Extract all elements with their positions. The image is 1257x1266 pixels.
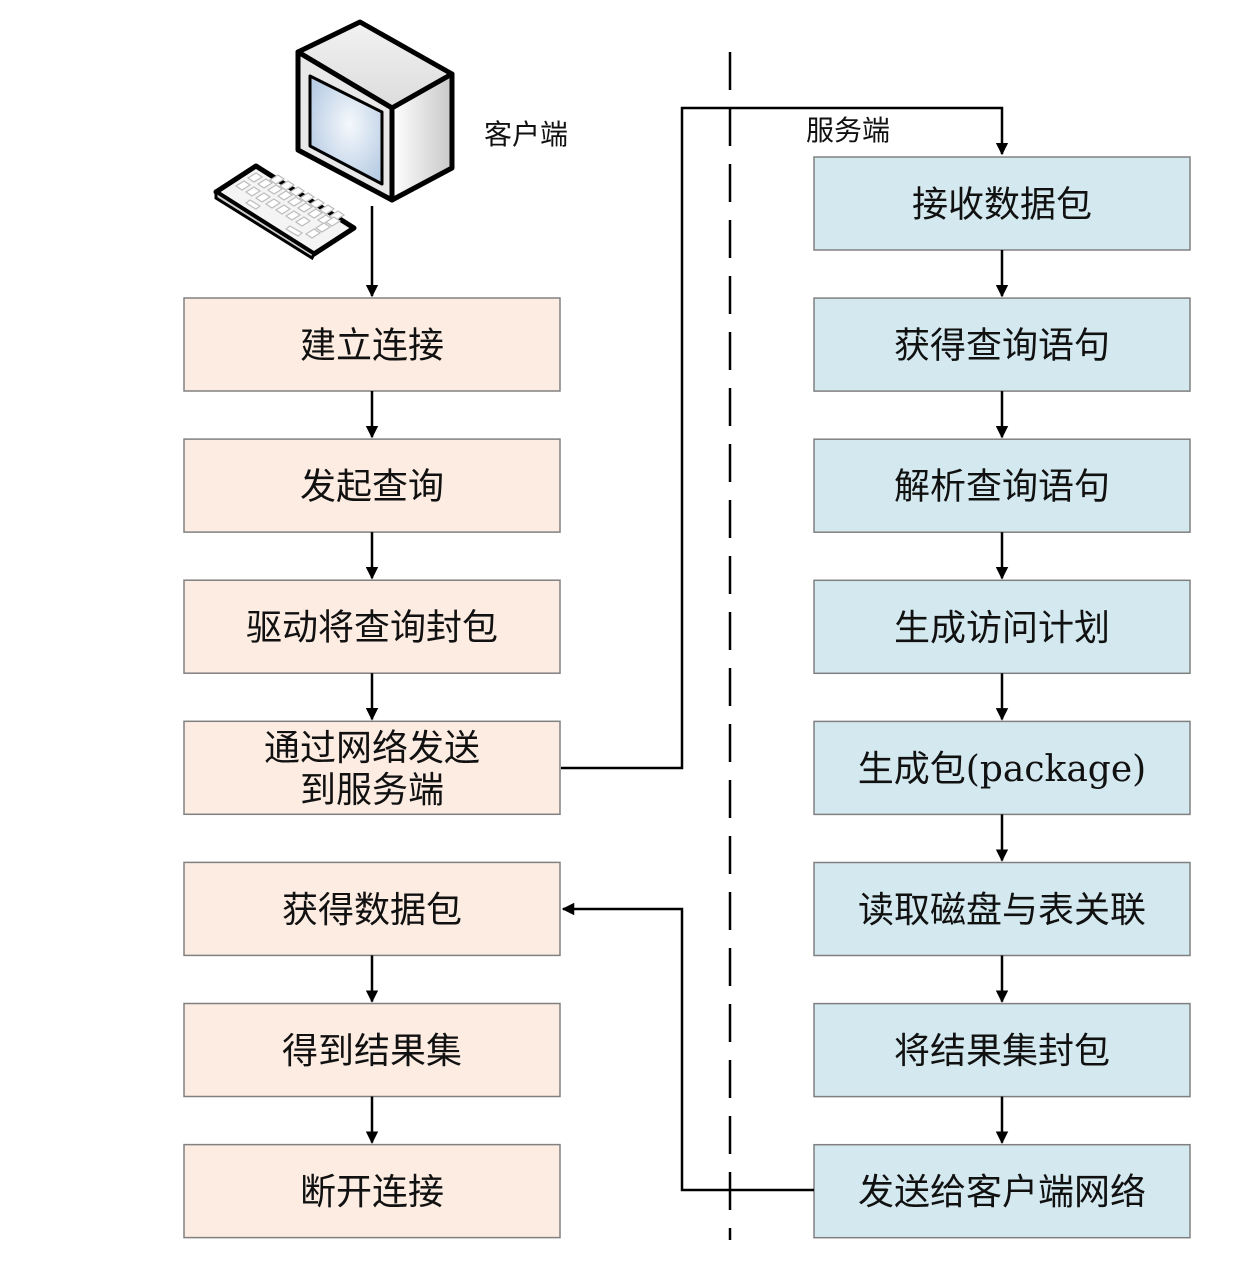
server-step-box [813, 1143, 1191, 1239]
client-step-label: 到服务端 [300, 770, 444, 811]
keyboard-icon [213, 163, 357, 261]
server-step-box [813, 579, 1191, 675]
arrow-send-to-server [561, 106, 1009, 770]
client-step-label: 获得数据包 [282, 890, 462, 931]
client-step: 获得数据包 [183, 861, 561, 957]
server-step: 解析查询语句 [813, 438, 1191, 533]
server-step: 生成访问计划 [813, 579, 1191, 675]
server-step-label: 发送给客户端网络 [858, 1172, 1146, 1213]
client-step-label: 通过网络发送 [264, 728, 480, 769]
computer-icon [213, 19, 455, 261]
server-step: 读取磁盘与表关联 [813, 861, 1191, 957]
server-step-label: 读取磁盘与表关联 [858, 890, 1146, 931]
server-step: 生成包(package) [813, 720, 1191, 816]
client-step: 建立连接 [183, 297, 561, 392]
server-step: 获得查询语句 [813, 297, 1191, 392]
client-step-box [183, 1002, 561, 1098]
client-step-box [183, 861, 561, 957]
client-step-box [183, 297, 561, 392]
arrow-return-to-client [561, 902, 814, 1192]
server-step: 接收数据包 [813, 156, 1191, 251]
server-label: 服务端 [806, 114, 890, 147]
client-step-box [183, 1143, 561, 1239]
server-step: 将结果集封包 [813, 1002, 1191, 1098]
client-step: 断开连接 [183, 1143, 561, 1239]
client-step-box [183, 438, 561, 533]
client-step: 驱动将查询封包 [183, 579, 561, 674]
server-step-label: 接收数据包 [912, 185, 1092, 226]
server-step-label: 获得查询语句 [894, 326, 1110, 367]
client-step-label: 发起查询 [300, 467, 444, 508]
server-step-label: 生成访问计划 [894, 608, 1110, 649]
server-step-label: 生成包(package) [858, 749, 1146, 790]
server-step-box [813, 156, 1191, 251]
client-step: 发起查询 [183, 438, 561, 533]
client-step-label: 得到结果集 [282, 1031, 462, 1072]
server-step-box [813, 438, 1191, 533]
server-step-box [813, 1002, 1191, 1098]
server-step: 发送给客户端网络 [813, 1143, 1191, 1239]
client-step-label: 驱动将查询封包 [246, 608, 498, 649]
client-step-label: 建立连接 [300, 326, 444, 367]
server-step-box [813, 720, 1191, 816]
client-step: 得到结果集 [183, 1002, 561, 1098]
server-step-label: 解析查询语句 [894, 467, 1110, 508]
client-label: 客户端 [484, 118, 568, 151]
client-step-label: 断开连接 [300, 1172, 444, 1213]
client-step-box [183, 579, 561, 674]
client-step-box [183, 720, 561, 816]
server-step-label: 将结果集封包 [894, 1031, 1110, 1072]
